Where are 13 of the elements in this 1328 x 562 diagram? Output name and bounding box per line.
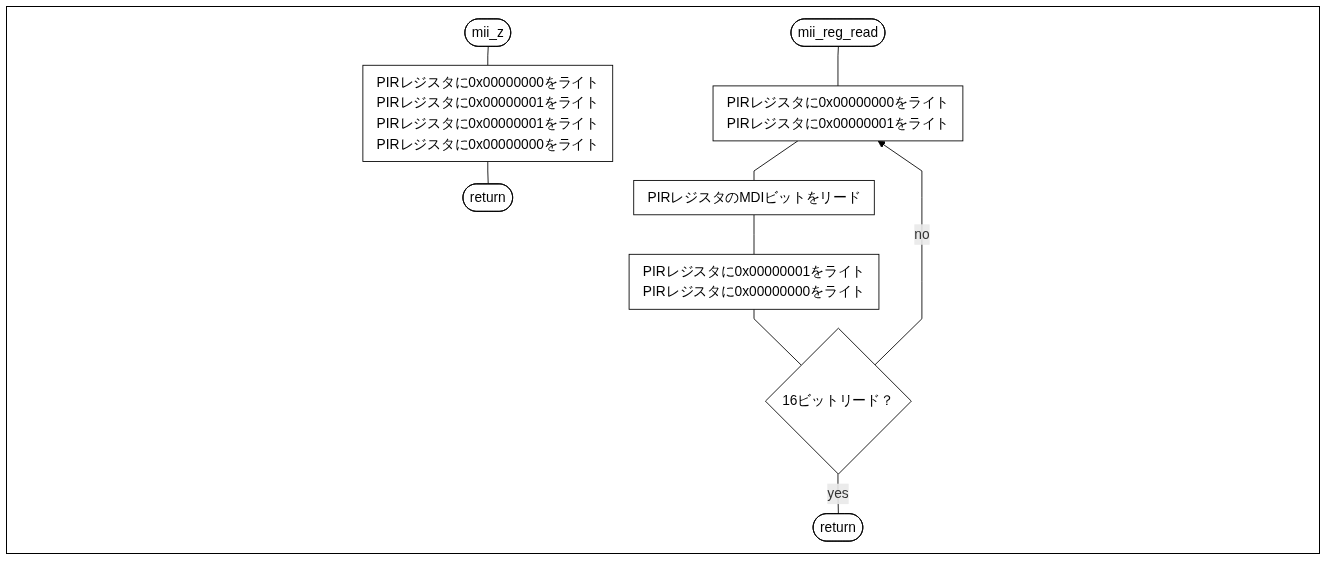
connector [753,140,799,181]
edge-label: yes [827,486,849,501]
connector [487,161,489,185]
connector [753,214,755,255]
edge-label: no [914,226,930,242]
connector [487,46,489,66]
node-box: PIRレジスタに0x00000000をライト PIRレジスタに0x00000001をライト PIRレジスタに0x00000001をライト PIRレジスタに0x00000000をライト [362,64,614,162]
node-diamond: 16ビットリード？ [765,327,912,475]
node-box: PIRレジスタのMDIビットをリード [633,180,875,216]
connector [837,46,839,87]
node-box: PIRレジスタに0x00000001をライト PIRレジスタに0x00000000をライト [628,253,880,310]
node-box: PIRレジスタに0x00000000をライト PIRレジスタに0x00000001をライト [712,85,964,142]
connector [753,308,802,366]
